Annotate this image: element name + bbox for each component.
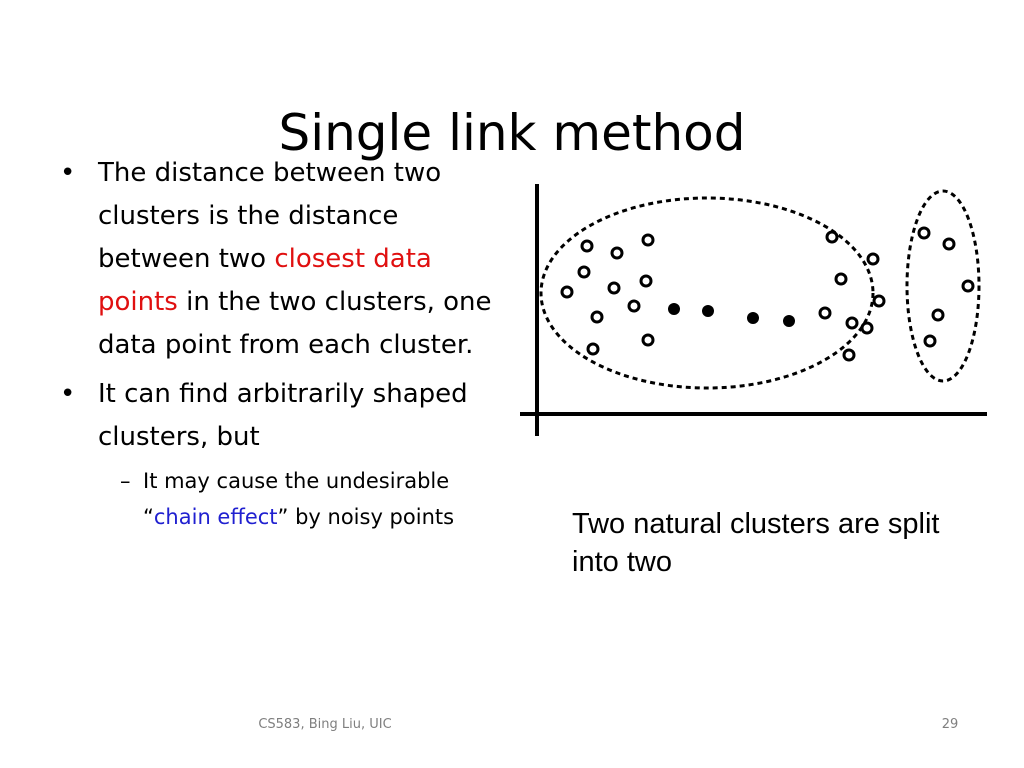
data-point [610,246,624,260]
data-point [961,279,975,293]
data-point [825,230,839,244]
chain-point [702,305,714,317]
chain-point [783,315,795,327]
bullet-item: • The distance between two clusters is t… [60,152,500,367]
data-point [560,285,574,299]
cluster-diagram [520,184,987,436]
bullet-text-2: It can find arbitrarily shaped clusters,… [98,379,468,452]
chain-point [668,303,680,315]
data-point [586,342,600,356]
data-point [818,306,832,320]
cluster-boundary-large [539,196,875,390]
sub-bullet-marker: – [120,469,131,493]
sub-bullet-text-a: It may cause the undesirable “ [143,469,450,529]
bullet-marker: • [60,158,76,188]
data-point [580,239,594,253]
cluster-boundary-small [905,189,981,383]
data-point [639,274,653,288]
bullet-text-1b: in the two clusters, one data point from… [98,287,492,360]
bullet-text-1a: The distance between two clusters is the… [98,158,442,274]
data-point [917,226,931,240]
sub-bullet-list: – It may cause the undesirable “chain ef… [98,463,500,535]
diagram-caption: Two natural clusters are split into two [572,508,940,578]
highlight-closest-data-points: closest data points [98,244,432,317]
bullet-list: • The distance between two clusters is t… [60,152,500,541]
data-point [866,252,880,266]
slide-footer: CS583, Bing Liu, UIC [258,717,392,732]
data-point [834,272,848,286]
data-point [577,265,591,279]
data-point [860,321,874,335]
data-point [641,233,655,247]
data-point [842,348,856,362]
data-point [845,316,859,330]
data-point [942,237,956,251]
bullet-marker: • [60,379,76,409]
data-point [590,310,604,324]
chain-point [747,312,759,324]
slide-title: Single link method [278,104,746,162]
bullet-item: • It can find arbitrarily shaped cluster… [60,373,500,535]
data-point [931,308,945,322]
data-point [641,333,655,347]
data-point [627,299,641,313]
sub-bullet-item: – It may cause the undesirable “chain ef… [98,463,500,535]
page-number: 29 [941,717,959,732]
data-point [607,281,621,295]
data-point [872,294,886,308]
sub-bullet-text-b: ” by noisy points [277,505,455,529]
data-point [923,334,937,348]
highlight-chain-effect: chain effect [153,505,278,529]
